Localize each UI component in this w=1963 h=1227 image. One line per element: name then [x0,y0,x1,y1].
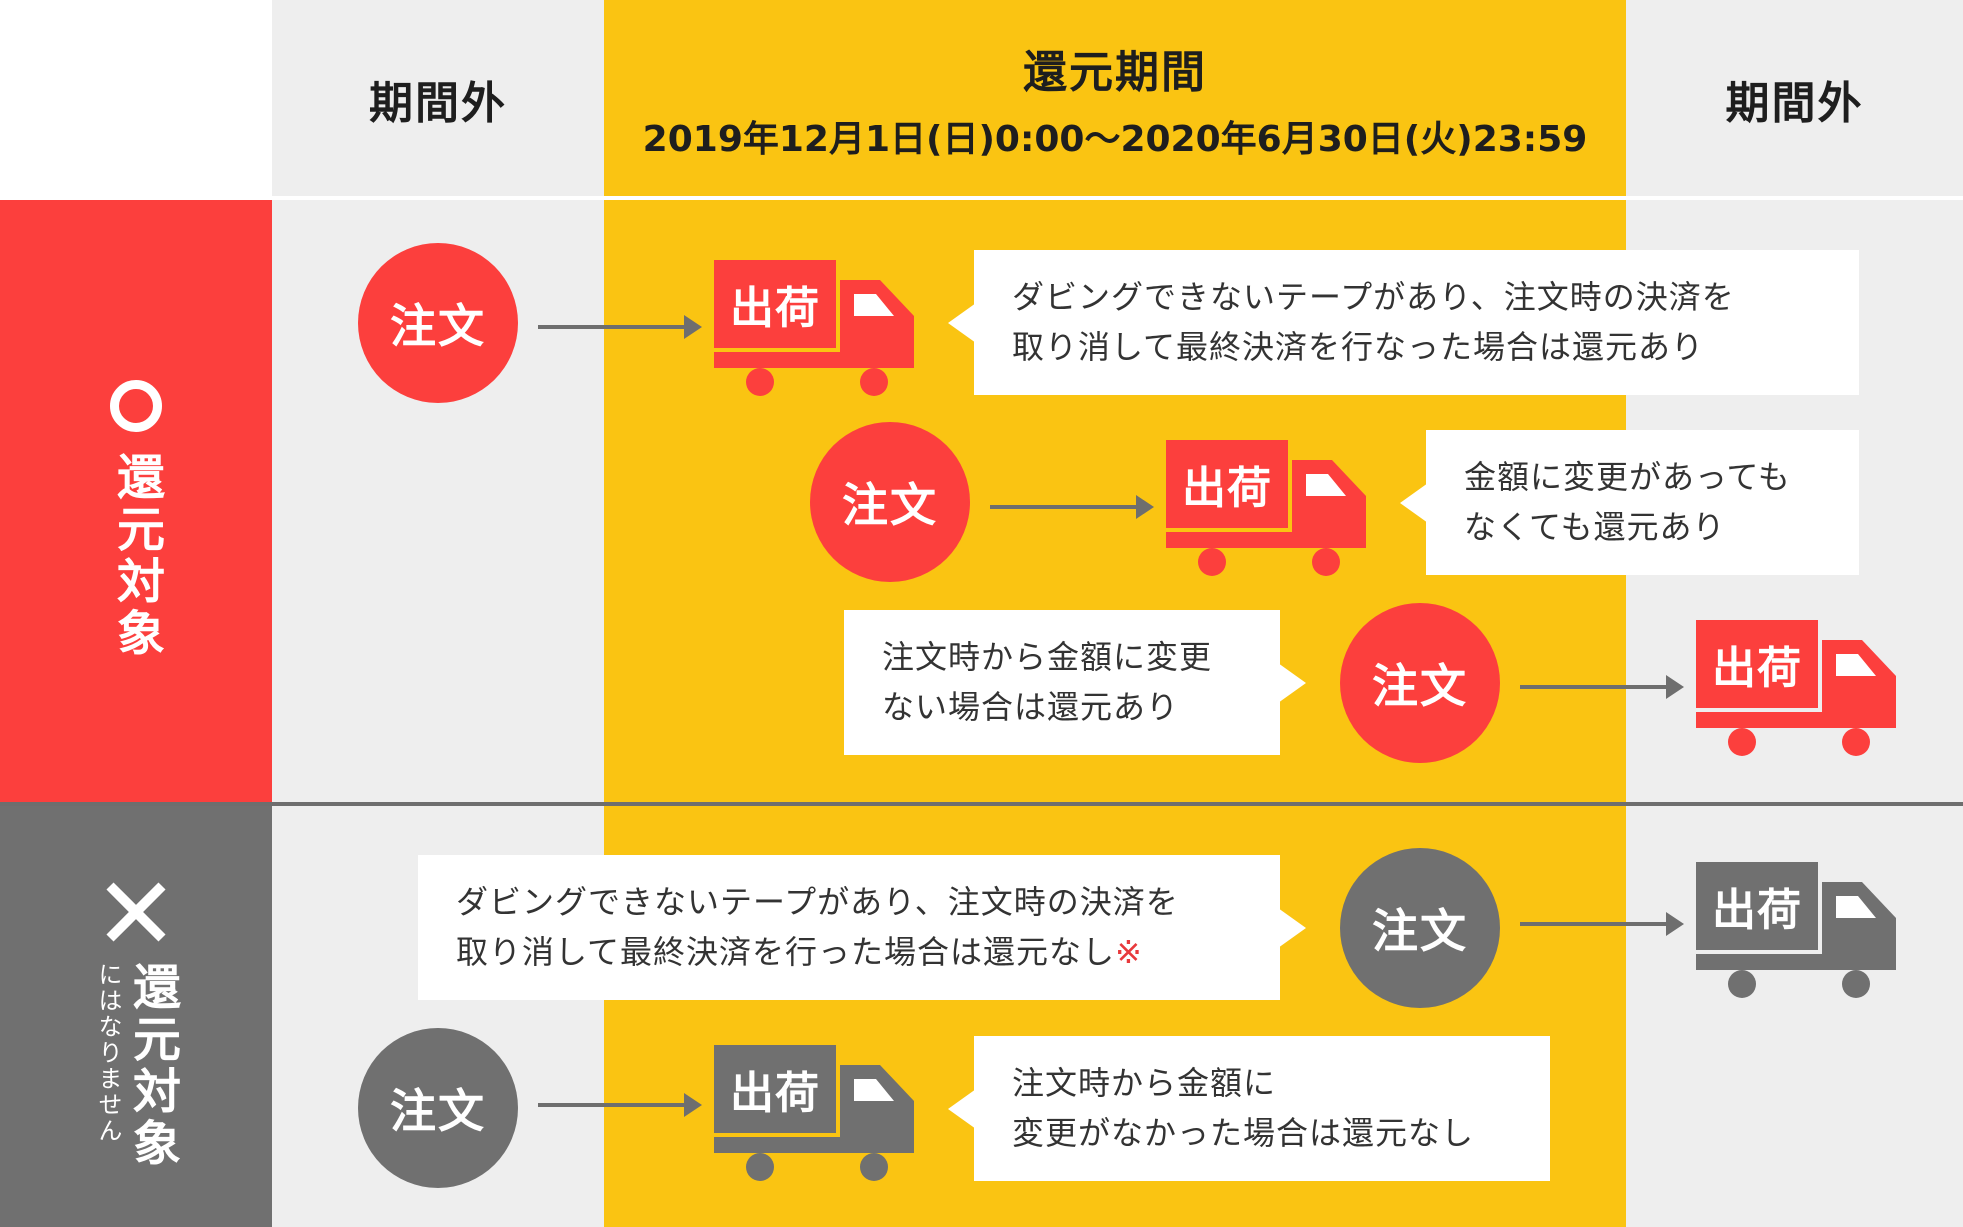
arrow [990,495,1154,519]
ship-truck-icon: 出荷 [714,260,919,402]
ship-label: 出荷 [1182,463,1272,514]
ship-label: 出荷 [1712,885,1802,936]
note-bubble-5: 注文時から金額に 変更がなかった場合は還元なし [948,1036,1550,1181]
note-bubble-4: ダビングできないテープがあり、注文時の決済を 取り消して最終決済を行った場合は還… [418,855,1306,1000]
header-left: 期間外 [272,0,604,198]
order-circle: 注文 [1340,848,1500,1008]
circle-mark-icon [110,380,162,432]
arrow [1520,675,1684,699]
note-bubble-1: ダビングできないテープがあり、注文時の決済を 取り消して最終決済を行なった場合は… [948,250,1859,395]
eligible-label: 還元対象 [108,452,164,660]
row-divider [0,802,1963,806]
not-eligible-sublabel: にはなりません [94,962,122,1144]
ship-truck-icon: 出荷 [1696,862,1901,1004]
not-eligible-side: 還元対象 にはなりません [0,806,272,1227]
order-label: 注文 [390,299,486,353]
arrow [538,1093,702,1117]
arrow [538,315,702,339]
arrow [1520,912,1684,936]
ship-truck-icon: 出荷 [1696,620,1901,762]
order-label: 注文 [1372,904,1468,958]
period-date: 2019年12月1日(日)0:00〜2020年6月30日(火)23:59 [642,119,1588,160]
order-circle: 注文 [358,243,518,403]
eligible-side: 還元対象 [0,200,272,802]
outside-left-bg [272,0,604,1227]
order-label: 注文 [390,1084,486,1138]
ship-truck-icon: 出荷 [1166,440,1371,582]
ship-label: 出荷 [1712,643,1802,694]
order-label: 注文 [1372,659,1468,713]
order-circle: 注文 [358,1028,518,1188]
not-eligible-text: 還元対象 にはなりません [94,962,180,1170]
ship-label: 出荷 [730,283,820,334]
cross-mark-icon [106,882,166,942]
period-title: 還元期間 [1023,47,1207,98]
note-mark: ※ [1115,933,1143,971]
header-divider [0,196,1963,200]
outside-right-bg [1626,0,1963,1227]
order-label: 注文 [842,478,938,532]
note-bubble-3: 注文時から金額に変更 ない場合は還元あり [844,610,1306,755]
header-right-label: 期間外 [1725,78,1864,129]
header-center: 還元期間 2019年12月1日(日)0:00〜2020年6月30日(火)23:5… [604,0,1626,198]
header-left-label: 期間外 [369,78,507,129]
ship-label: 出荷 [730,1068,820,1119]
ship-truck-icon: 出荷 [714,1045,919,1187]
order-circle: 注文 [810,422,970,582]
not-eligible-label: 還元対象 [124,962,180,1170]
order-circle: 注文 [1340,603,1500,763]
note-bubble-2: 金額に変更があっても なくても還元あり [1400,430,1859,575]
header-right: 期間外 [1626,0,1963,198]
